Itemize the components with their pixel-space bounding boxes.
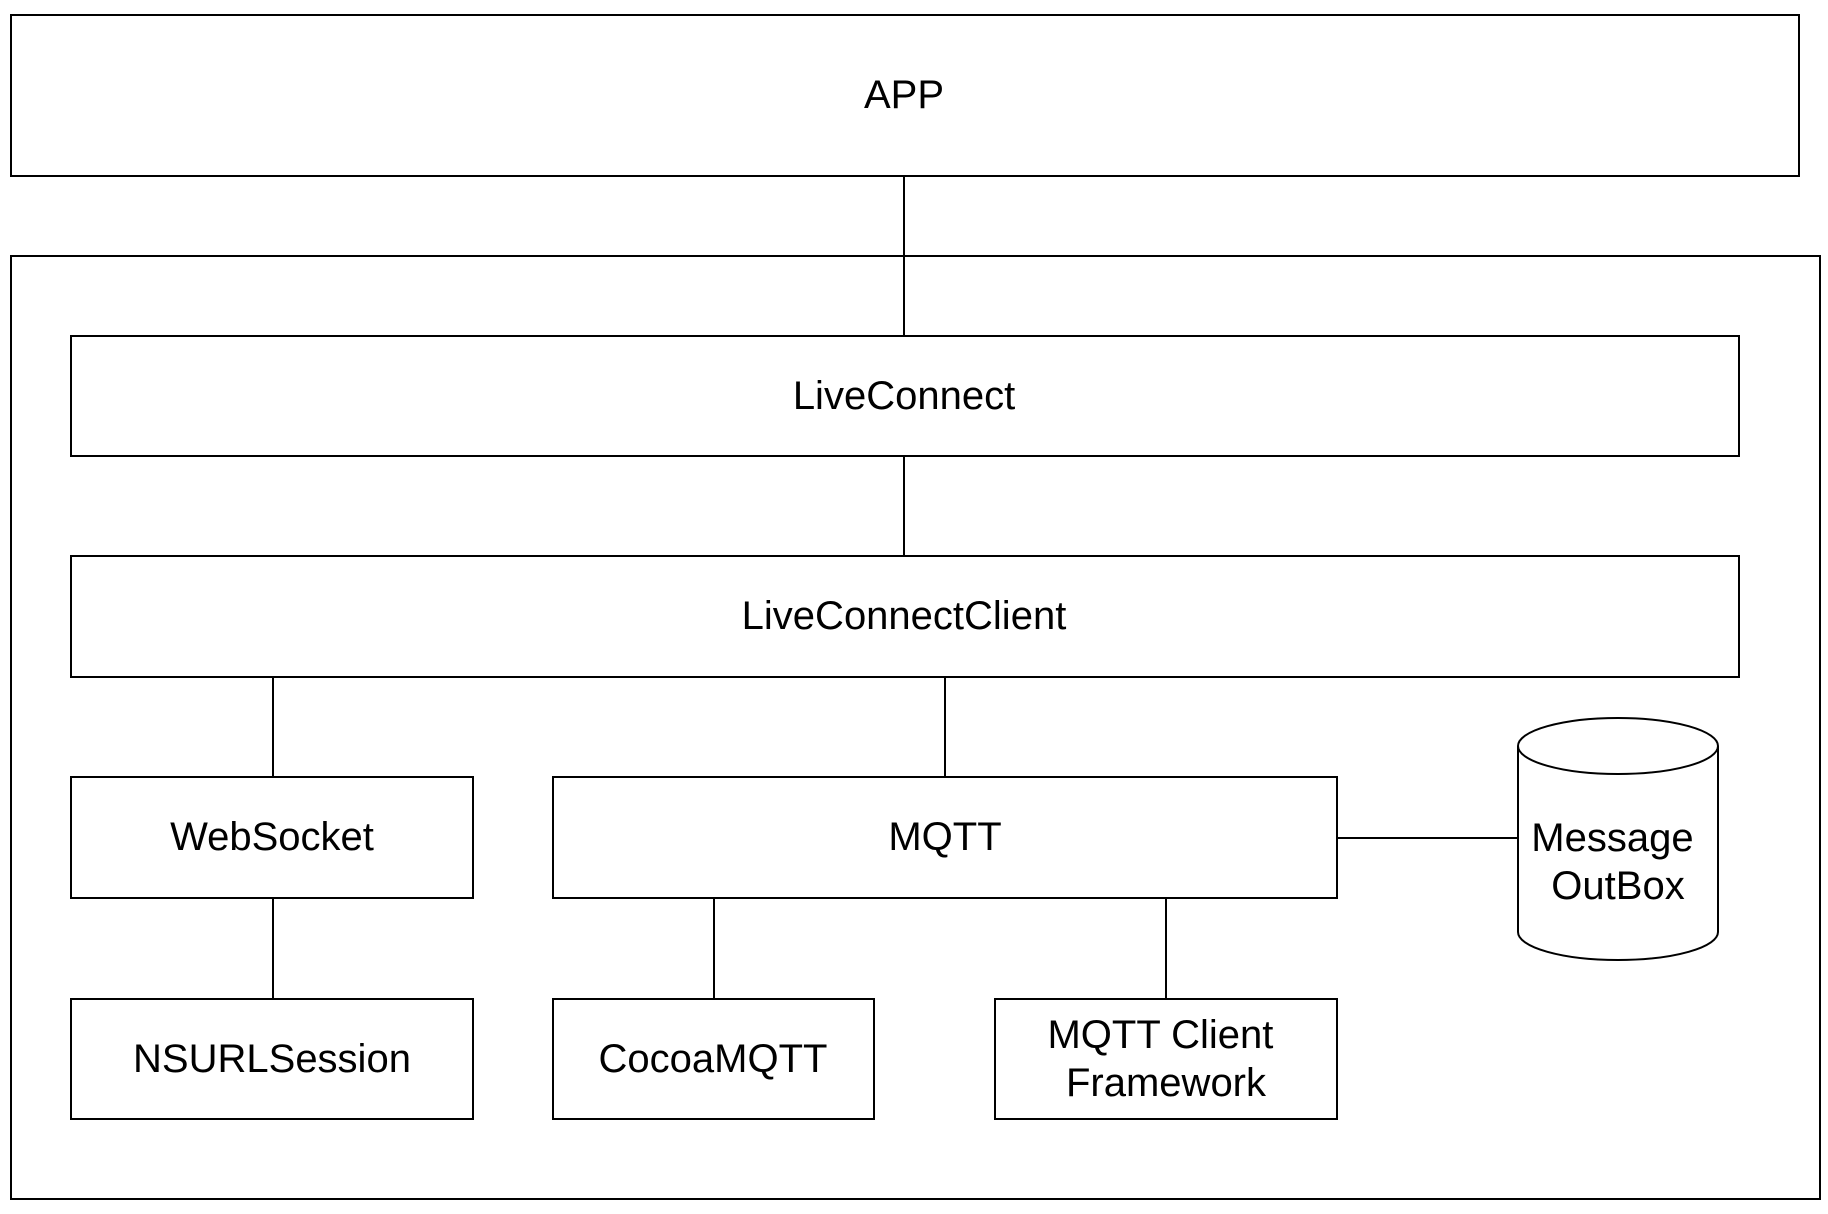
node-message-outbox: Message OutBox bbox=[1517, 717, 1719, 961]
node-mqtt-box bbox=[552, 776, 1338, 899]
node-live-connect-box bbox=[70, 335, 1740, 457]
node-websocket: WebSocket bbox=[70, 776, 474, 899]
node-app-box bbox=[10, 14, 1800, 177]
node-app-label: APP bbox=[864, 73, 944, 117]
node-mqtt-client-framework-box bbox=[994, 998, 1338, 1120]
message-outbox-label-line-2: OutBox bbox=[1551, 864, 1684, 908]
node-live-connect-client: LiveConnectClient bbox=[70, 555, 1740, 678]
message-outbox-cylinder-top bbox=[1517, 717, 1719, 775]
node-nsurlsession: NSURLSession bbox=[70, 998, 474, 1120]
message-outbox-cylinder-body bbox=[1517, 746, 1719, 961]
node-nsurlsession-label: NSURLSession bbox=[133, 1037, 411, 1081]
mqtt-client-framework-label-line-2: Framework bbox=[1066, 1061, 1267, 1105]
node-cocoamqtt-label: CocoaMQTT bbox=[599, 1037, 828, 1081]
connectors bbox=[272, 176, 1518, 999]
node-mqtt-client-framework: MQTT Client Framework bbox=[994, 998, 1338, 1120]
node-mqtt: MQTT bbox=[552, 776, 1338, 899]
node-live-connect: LiveConnect bbox=[70, 335, 1740, 457]
node-mqtt-client-framework-label: MQTT Client Framework bbox=[1047, 1013, 1284, 1105]
mqtt-client-framework-label-line-1: MQTT Client bbox=[1047, 1013, 1273, 1057]
node-live-connect-label: LiveConnect bbox=[793, 374, 1015, 418]
node-cocoamqtt: CocoaMQTT bbox=[552, 998, 875, 1120]
node-live-connect-client-box bbox=[70, 555, 1740, 678]
node-message-outbox-label: Message OutBox bbox=[1531, 816, 1704, 908]
node-mqtt-label: MQTT bbox=[888, 815, 1001, 859]
node-websocket-box bbox=[70, 776, 474, 899]
node-websocket-label: WebSocket bbox=[170, 815, 374, 859]
node-live-connect-client-label: LiveConnectClient bbox=[742, 594, 1067, 638]
node-nsurlsession-box bbox=[70, 998, 474, 1120]
node-app: APP bbox=[10, 14, 1800, 177]
node-cocoamqtt-box bbox=[552, 998, 875, 1120]
library-container-frame bbox=[10, 255, 1821, 1200]
message-outbox-label-line-1: Message bbox=[1531, 816, 1693, 860]
